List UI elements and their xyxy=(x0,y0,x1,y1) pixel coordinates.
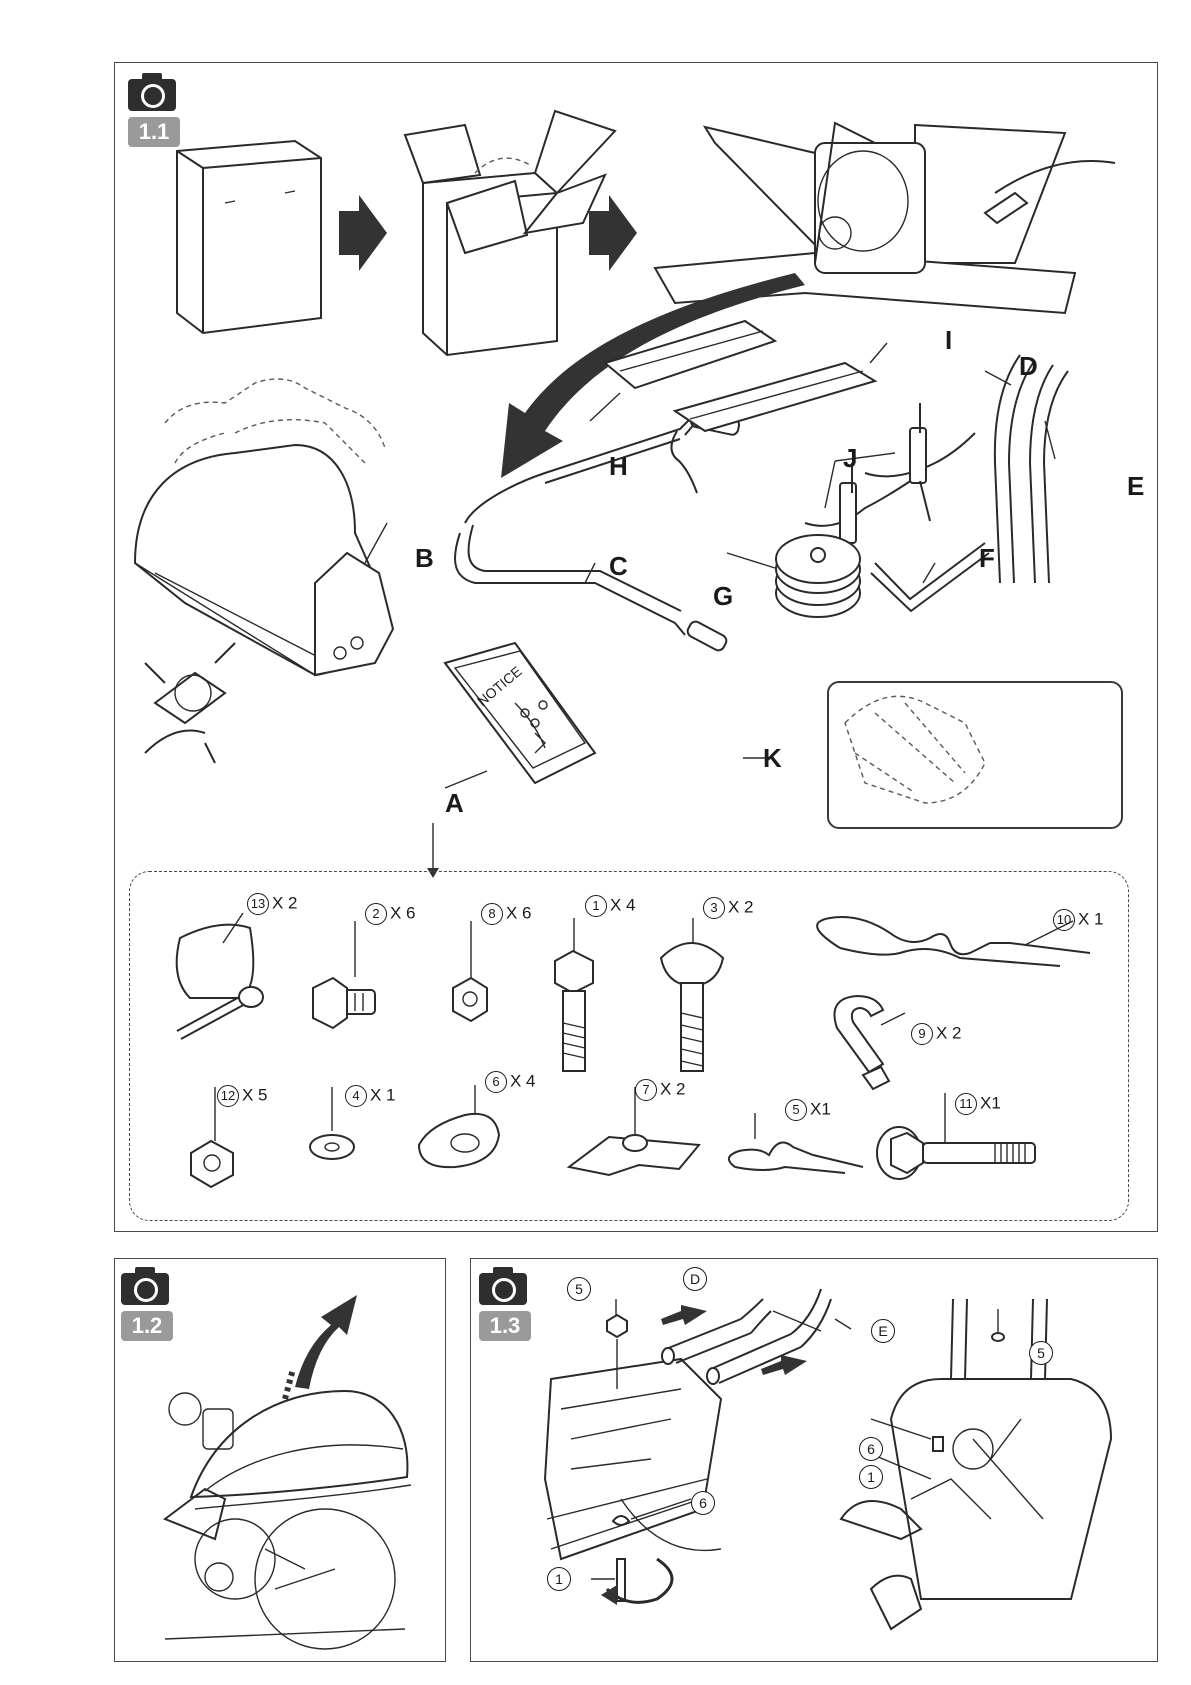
upper-tubes-illustration xyxy=(984,354,1069,584)
callout-d-tube: D xyxy=(683,1267,707,1291)
open-box-icon xyxy=(403,109,617,357)
callout-6-washer-right: 6 xyxy=(859,1437,883,1461)
callout-e-tube: E xyxy=(871,1319,895,1343)
curved-arrow-icon xyxy=(501,273,805,478)
curved-arrow-icon xyxy=(295,1295,357,1389)
camera-icon xyxy=(121,1267,169,1305)
clamp-clip-icon xyxy=(833,994,906,1091)
tine-plate-icon xyxy=(566,1087,701,1177)
panel-1-2-header: 1.2 xyxy=(121,1267,173,1341)
panel-1-3: 1.3 xyxy=(470,1258,1158,1662)
step-badge: 1.1 xyxy=(128,117,180,147)
part-label-g: G xyxy=(713,581,734,611)
panel-1-3-header: 1.3 xyxy=(479,1267,531,1341)
washer-stack-illustration xyxy=(726,534,861,618)
depth-bar-brackets-illustration xyxy=(804,403,976,584)
motion-arrow-icon xyxy=(661,1305,707,1325)
step-badge: 1.3 xyxy=(479,1311,531,1341)
callout-5-nut: 5 xyxy=(567,1277,591,1301)
part-label-i: I xyxy=(945,325,953,355)
hex-bolt-icon xyxy=(554,918,594,1072)
callout-1-bolt-right: 1 xyxy=(859,1465,883,1489)
manual-bag-illustration: NOTICE xyxy=(427,641,597,878)
hex-nut-icon xyxy=(190,1087,234,1189)
callout-6-washer: 6 xyxy=(691,1491,715,1515)
cover-removal-illustration xyxy=(162,1295,412,1650)
tiller-body-illustration xyxy=(133,378,395,764)
tube-assembly-illustration xyxy=(543,1288,1113,1631)
arm-illustration xyxy=(870,542,990,613)
r-clip-icon xyxy=(816,916,1091,967)
hardware-kit-box xyxy=(129,871,1129,1221)
part-label-c: C xyxy=(609,551,628,581)
right-arrow-icon xyxy=(589,195,637,271)
callout-1-bolt: 1 xyxy=(547,1567,571,1591)
step-badge: 1.2 xyxy=(121,1311,173,1341)
right-arrow-icon xyxy=(339,195,387,271)
closed-box-icon xyxy=(176,139,322,335)
flange-nut-icon xyxy=(452,921,488,1023)
part-label-h: H xyxy=(609,451,628,481)
panel-1-1-header: 1.1 xyxy=(128,73,180,147)
small-r-clip-icon xyxy=(728,1113,864,1174)
long-bolt-icon xyxy=(876,1093,1036,1180)
side-plates-illustration xyxy=(589,319,888,433)
cam-washer-icon xyxy=(417,1085,501,1169)
callout-5-nut-right: 5 xyxy=(1029,1341,1053,1365)
camera-icon xyxy=(479,1267,527,1305)
part-label-b: B xyxy=(415,543,434,573)
tine-crate-illustration xyxy=(743,695,986,804)
flange-bolt-icon xyxy=(312,921,376,1030)
part-label-e: E xyxy=(1127,471,1145,501)
flat-washer-icon xyxy=(309,1087,355,1160)
motion-arrow-icon xyxy=(761,1355,807,1375)
panel-1-1: 1.1 xyxy=(114,62,1158,1232)
hitch-pin-icon xyxy=(175,912,264,1040)
camera-icon xyxy=(128,73,176,111)
part-label-d: D xyxy=(1019,351,1038,381)
part-k-box xyxy=(827,681,1123,829)
part-label-k: K xyxy=(763,743,782,773)
rotate-arrow-icon xyxy=(601,1585,617,1605)
unpacked-tiller-icon xyxy=(653,121,1116,315)
part-label-a: A xyxy=(445,788,464,818)
hardware-illustrations xyxy=(175,912,1091,1189)
part-label-f: F xyxy=(979,543,995,573)
unpacking-illustration: NOTICE xyxy=(133,109,1116,878)
part-label-j: J xyxy=(843,443,858,473)
carriage-bolt-icon xyxy=(659,918,725,1072)
panel-1-2: 1.2 xyxy=(114,1258,446,1662)
